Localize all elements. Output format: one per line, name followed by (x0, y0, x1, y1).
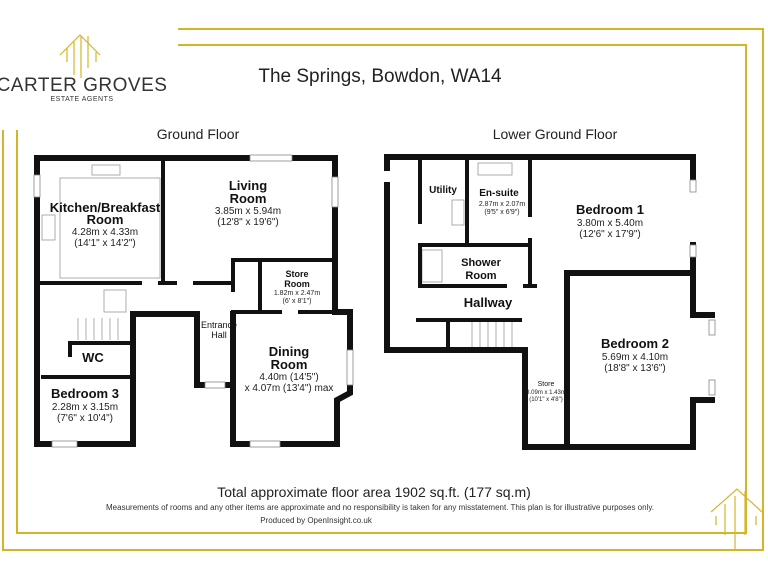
room-name: Store (285, 269, 308, 279)
room-dimensions: (12'6" x 17'9") (579, 229, 641, 240)
ground-floor-plan: Kitchen/Breakfast Room 4.28m x 4.33m (14… (33, 154, 354, 448)
room-name: Entrance (201, 320, 237, 330)
page-title: The Springs, Bowdon, WA14 (258, 66, 502, 87)
room-dimensions: (6' x 8'1") (283, 298, 312, 305)
lower-floor-label: Lower Ground Floor (493, 126, 618, 142)
room-name: Dining (269, 344, 309, 359)
room-dimensions: (14'1" x 14'2") (74, 238, 136, 249)
room-dimensions: 3.09m x 1.43m (526, 390, 566, 396)
room-name: En-suite (479, 188, 519, 199)
room-name: Hallway (464, 295, 513, 310)
room-dimensions: (7'6" x 10'4") (57, 413, 113, 424)
room-name: Bedroom 1 (576, 202, 644, 217)
brand-logo: CARTER GROVES ESTATE AGENTS (0, 34, 167, 103)
total-floor-area: Total approximate floor area 1902 sq.ft.… (217, 484, 531, 500)
room-dimensions: 3.80m x 5.40m (577, 218, 643, 229)
house-logo-icon (710, 488, 763, 550)
room-name: Kitchen/Breakfast (50, 200, 161, 215)
room-dimensions: x 4.07m (13'4") max (245, 383, 334, 394)
room-dimensions: 4.28m x 4.33m (72, 227, 138, 238)
ground-floor-label: Ground Floor (157, 126, 240, 142)
room-dimensions: 5.69m x 4.10m (602, 352, 668, 363)
room-name: Room (271, 357, 308, 372)
produced-by: Produced by OpenInsight.co.uk (260, 516, 373, 525)
room-dimensions: 3.85m x 5.94m (215, 206, 281, 217)
disclaimer: Measurements of rooms and any other item… (106, 503, 654, 512)
room-dimensions: (9'5" x 6'9") (484, 209, 519, 216)
house-logo-icon (59, 34, 101, 78)
room-dimensions: 2.28m x 3.15m (52, 402, 118, 413)
room-name: Room (284, 279, 310, 289)
room-name: Hall (211, 330, 227, 340)
room-name: Living (229, 178, 267, 193)
lower-floor-plan: Utility En-suite 2.87m x 2.07m (9'5" x 6… (384, 154, 716, 450)
room-dimensions: 4.40m (14'5") (259, 372, 318, 383)
brand-subtitle: ESTATE AGENTS (50, 96, 113, 103)
room-name: Room (87, 212, 124, 227)
room-name: Bedroom 3 (51, 386, 119, 401)
room-dimensions: (12'8" x 19'6") (217, 217, 279, 228)
room-name: Bedroom 2 (601, 336, 669, 351)
room-name: Utility (429, 185, 457, 196)
room-name: WC (82, 350, 104, 365)
room-name: Shower (461, 257, 501, 269)
gold-frame (2, 28, 764, 551)
brand-name: CARTER GROVES (0, 75, 167, 96)
room-dimensions: 2.87m x 2.07m (479, 201, 525, 208)
room-name: Room (230, 191, 267, 206)
room-dimensions: (10'1" x 4'8") (529, 397, 563, 403)
room-name: Room (465, 270, 496, 282)
room-dimensions: 1.82m x 2.47m (274, 290, 320, 297)
room-dimensions: (18'8" x 13'6") (604, 363, 666, 374)
room-name: Store (538, 381, 555, 388)
